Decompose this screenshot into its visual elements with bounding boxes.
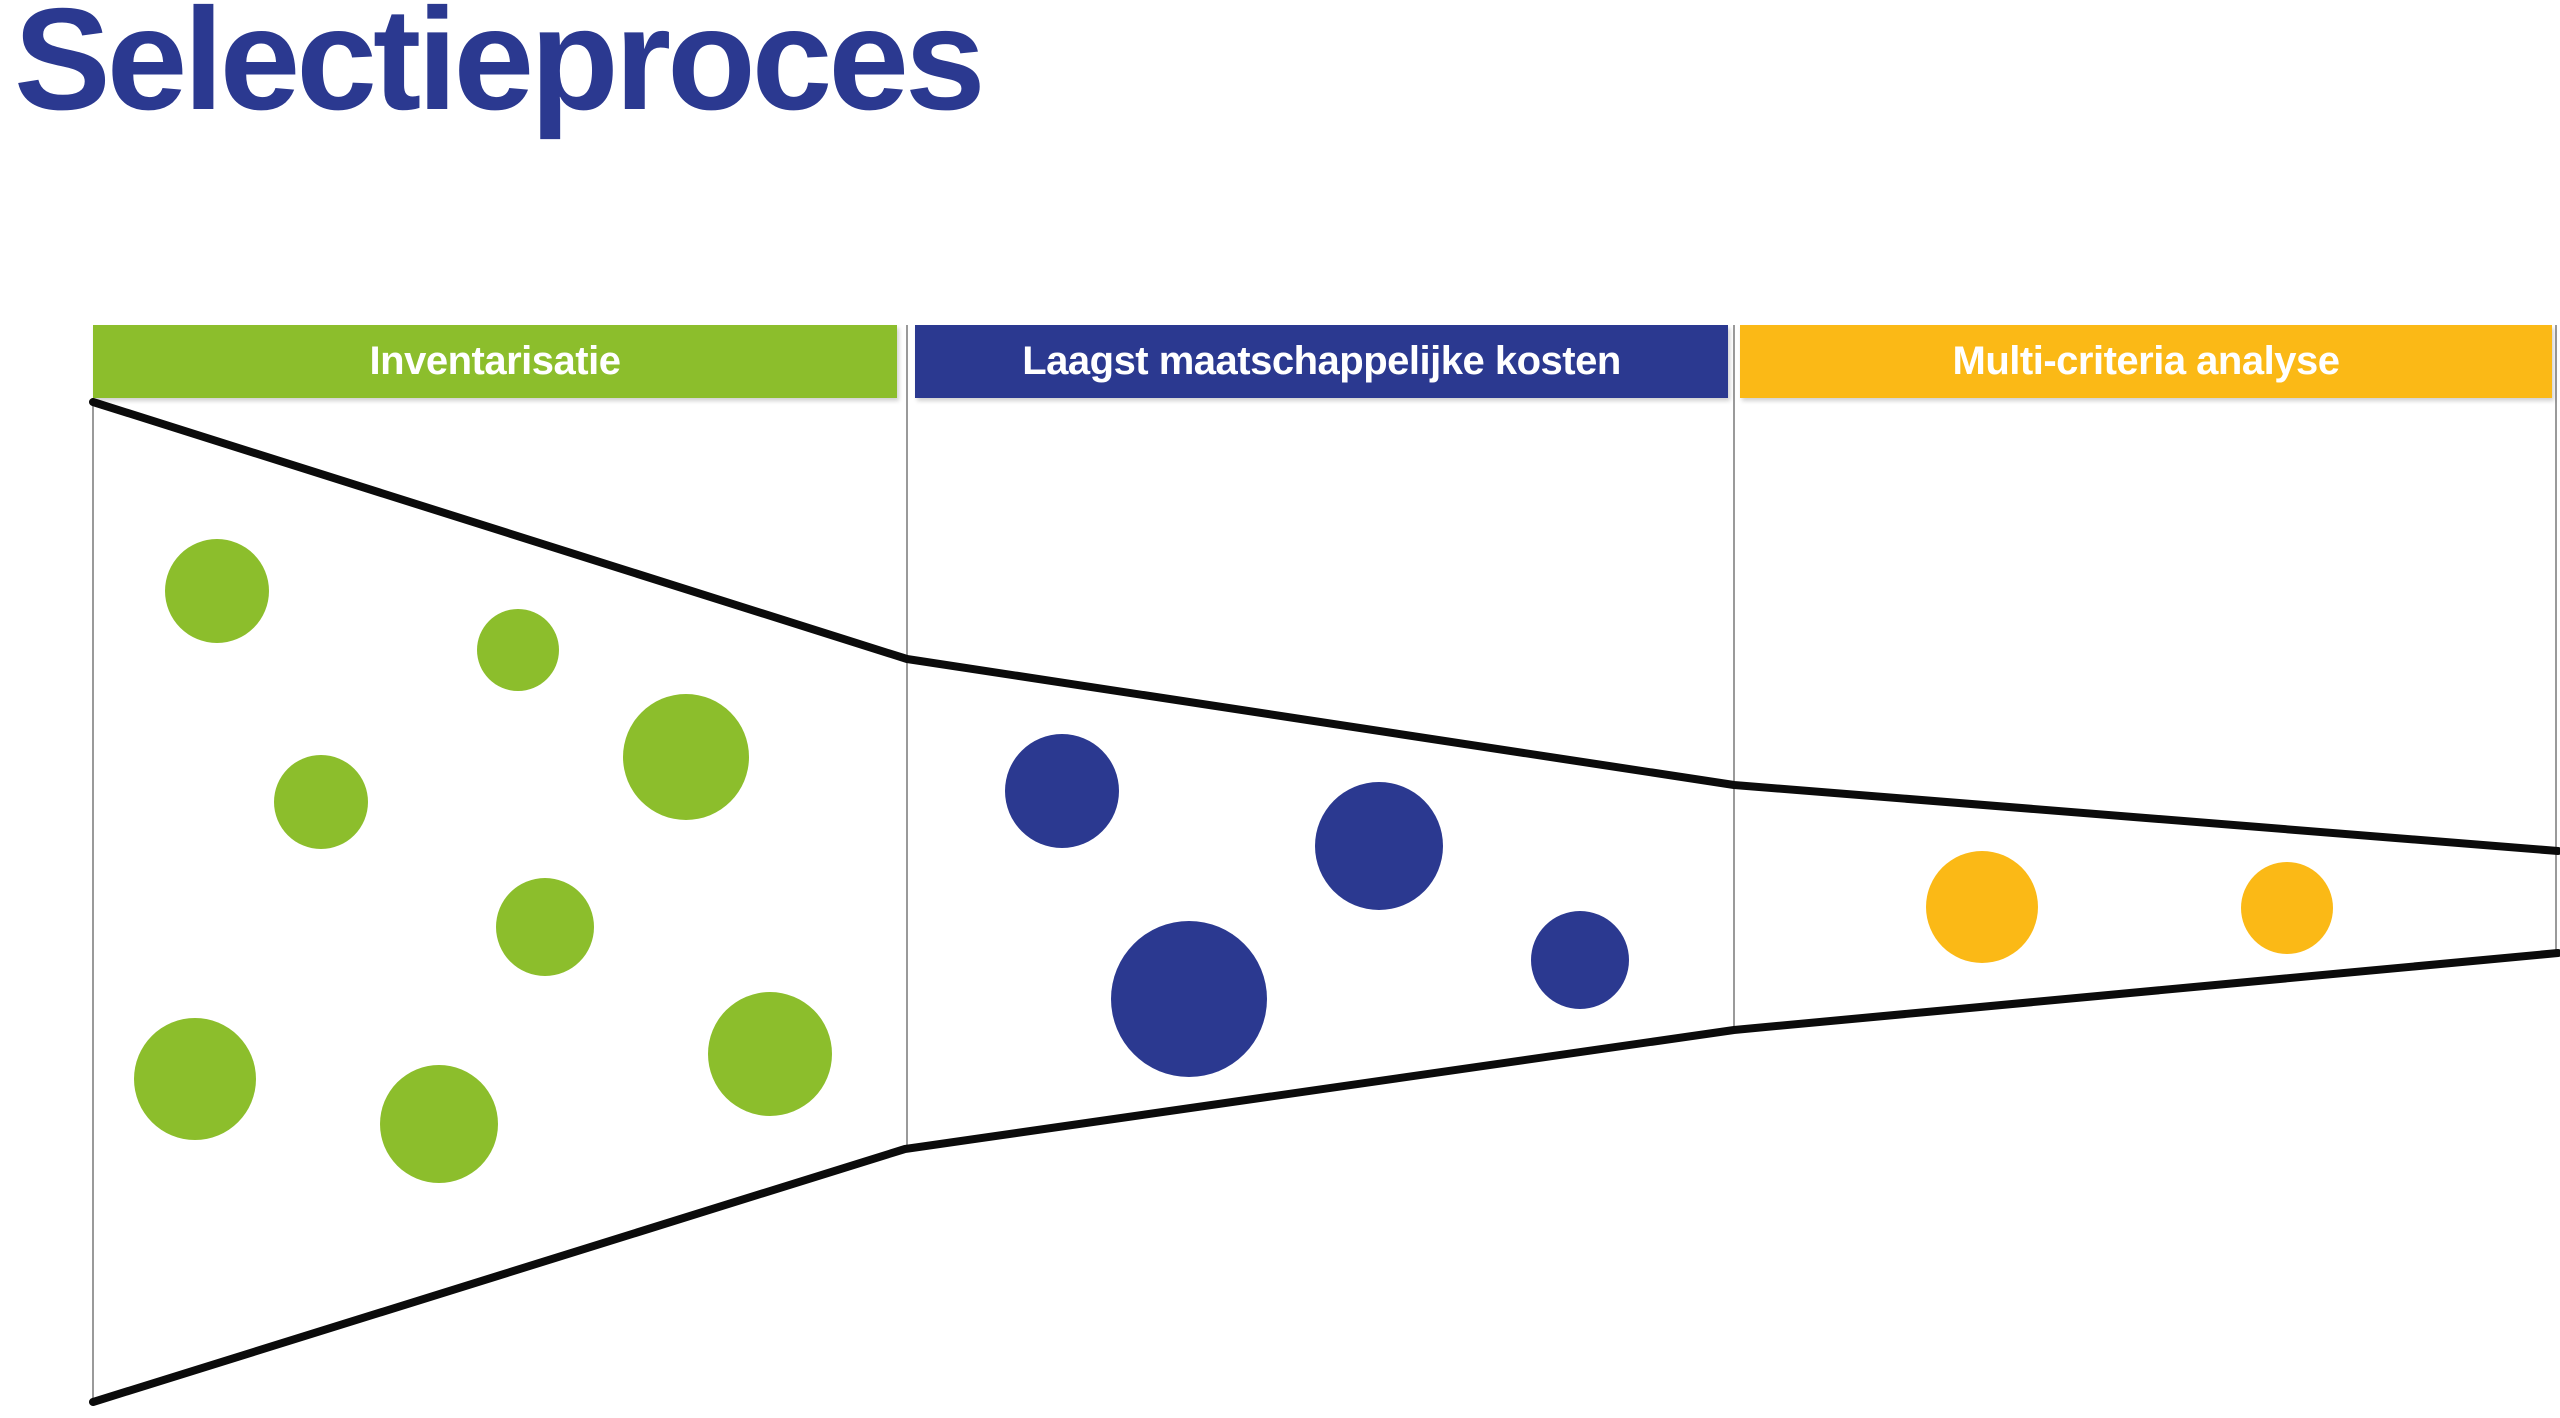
page-title: Selectieproces — [14, 0, 986, 140]
option-bubble-inventarisatie — [708, 992, 832, 1116]
option-bubble-multi-criteria-analyse — [2241, 862, 2333, 954]
option-bubble-laagst-maatschappelijke-kosten — [1111, 921, 1267, 1077]
option-bubble-inventarisatie — [165, 539, 269, 643]
stage-header-multi-criteria-analyse: Multi-criteria analyse — [1740, 325, 2552, 398]
stage-header-inventarisatie: Inventarisatie — [93, 325, 897, 398]
option-bubble-inventarisatie — [496, 878, 594, 976]
option-bubble-inventarisatie — [134, 1018, 256, 1140]
stage-header-laagst-maatschappelijke-kosten: Laagst maatschappelijke kosten — [915, 325, 1728, 398]
option-bubble-inventarisatie — [623, 694, 749, 820]
stage-header-label: Multi-criteria analyse — [1952, 339, 2340, 383]
option-bubble-multi-criteria-analyse — [1926, 851, 2038, 963]
option-bubble-laagst-maatschappelijke-kosten — [1531, 911, 1629, 1009]
stage-header-label: Laagst maatschappelijke kosten — [1022, 339, 1621, 383]
option-bubble-inventarisatie — [477, 609, 559, 691]
option-bubble-inventarisatie — [380, 1065, 498, 1183]
stage-header-label: Inventarisatie — [369, 339, 621, 383]
option-bubble-laagst-maatschappelijke-kosten — [1315, 782, 1443, 910]
option-bubble-laagst-maatschappelijke-kosten — [1005, 734, 1119, 848]
option-bubble-inventarisatie — [274, 755, 368, 849]
funnel-top-line — [89, 398, 2560, 855]
funnel-bottom-line — [89, 949, 2560, 1406]
